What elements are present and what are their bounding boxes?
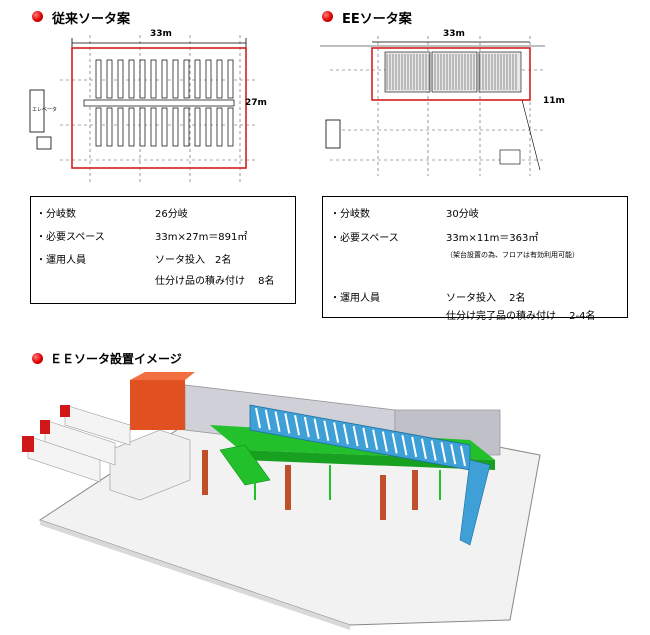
conventional-spec-value-2: ソータ投入 2名: [155, 255, 232, 266]
branch-lane: [106, 107, 113, 147]
conventional-spec-label-0: ・分岐数: [36, 209, 76, 220]
branch-lane: [95, 107, 102, 147]
conventional-plan: [29, 35, 258, 185]
conveyor-slat: [255, 407, 261, 429]
elevator-label: エレベータ: [32, 107, 58, 113]
ee-spec-value-0: 30分岐: [446, 209, 479, 220]
branch-lane: [150, 107, 157, 147]
branch-lane: [172, 107, 179, 147]
ee-spec-label-0: ・分岐数: [330, 209, 370, 220]
branch-lane: [227, 107, 234, 147]
conventional-width-label: 33m: [150, 29, 172, 39]
branch-lane: [117, 59, 124, 99]
branch-lane: [205, 59, 212, 99]
conveyor-slat: [440, 442, 447, 463]
branch-lane: [194, 107, 201, 147]
conventional-title: 従来ソータ案: [52, 12, 131, 27]
branch-lane: [216, 107, 223, 147]
conventional-extra-line: 仕分け品の積み付け 8名: [155, 276, 275, 287]
branch-lane: [227, 59, 234, 99]
ee-width-label: 33m: [443, 29, 465, 39]
conveyor-slat: [274, 411, 281, 432]
branch-lane: [128, 107, 135, 147]
conveyor-slat: [401, 434, 408, 456]
branch-lane: [150, 59, 157, 99]
conveyor-slat: [294, 415, 301, 436]
ee-spec-value-1: 33m×11m＝363㎡: [446, 233, 539, 244]
conveyor-slat: [411, 436, 418, 458]
ee-note: （架台設置の為、フロアは有効利用可能）: [446, 251, 579, 259]
branch-lane: [161, 59, 168, 99]
conveyor-slat: [420, 438, 427, 459]
conveyor-slat: [323, 420, 330, 441]
bullet-icon: [32, 11, 43, 22]
ee-extra-line: 仕分け完了品の積み付け 2-4名: [446, 311, 596, 322]
conveyor-slat: [264, 409, 271, 431]
conveyor-slat: [460, 445, 466, 467]
conveyor-slat: [362, 427, 369, 449]
conveyor-slat: [284, 413, 291, 434]
branch-lane: [194, 59, 201, 99]
ee-spec-label-2: ・運用人員: [330, 293, 380, 304]
conventional-spec-panel: [30, 196, 296, 304]
bullet-icon: [322, 11, 333, 22]
truck-icon: [22, 435, 101, 483]
conveyor-slat: [333, 422, 340, 443]
conventional-spec-label-2: ・運用人員: [36, 255, 86, 266]
image-section-title: ＥＥソータ設置イメージ: [50, 352, 182, 366]
branch-lane: [106, 59, 113, 99]
truck-icon: [60, 404, 131, 446]
branch-lane: [205, 107, 212, 147]
conveyor-slat: [313, 418, 320, 440]
ee-spec-value-2: ソータ投入 2名: [446, 293, 526, 304]
conventional-spec-value-1: 33m×27m＝891㎡: [155, 232, 248, 243]
ee-plan: [320, 36, 545, 176]
conveyor-slat: [430, 440, 437, 461]
conventional-spec-label-1: ・必要スペース: [36, 232, 105, 243]
branch-lane: [139, 107, 146, 147]
conveyor-slat: [391, 433, 398, 454]
truck-icon: [40, 419, 116, 466]
conveyor-slat: [352, 425, 359, 447]
branch-lane: [139, 59, 146, 99]
conveyor-slat: [381, 431, 388, 452]
ee-spec-panel: [322, 196, 628, 318]
conveyor-slat: [342, 424, 349, 445]
branch-lane: [216, 59, 223, 99]
branch-lane: [172, 59, 179, 99]
branch-lane: [183, 59, 190, 99]
branch-lane: [117, 107, 124, 147]
conveyor-slat: [372, 429, 379, 450]
ee-title: EEソータ案: [342, 12, 412, 27]
branch-lane: [183, 107, 190, 147]
conventional-spec-value-0: 26分岐: [155, 209, 188, 220]
bullet-icon: [32, 353, 43, 364]
ee-height-label: 11m: [543, 96, 565, 106]
conveyor-slat: [450, 443, 457, 465]
branch-lane: [95, 59, 102, 99]
conveyor-slat: [303, 416, 310, 438]
ee-spec-label-1: ・必要スペース: [330, 233, 399, 244]
branch-lane: [128, 59, 135, 99]
floor-plans: [29, 35, 545, 185]
conventional-height-label: 27m: [245, 98, 267, 108]
branch-lane: [161, 107, 168, 147]
